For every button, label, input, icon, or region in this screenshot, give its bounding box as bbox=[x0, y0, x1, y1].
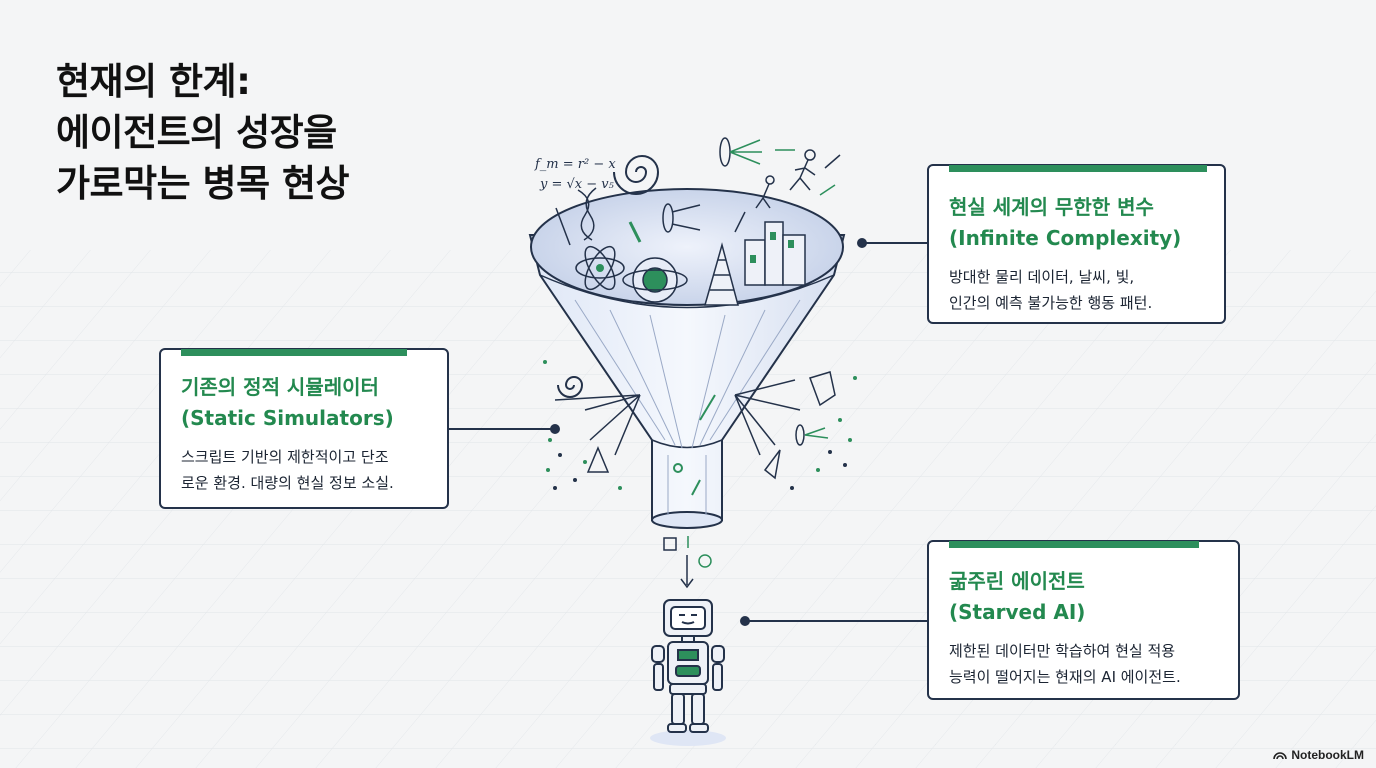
formula: f_m = r² − x y = √x − v₅ bbox=[534, 157, 616, 192]
card-accent-bar bbox=[949, 541, 1199, 548]
title-line: 에이전트의 성장을 bbox=[56, 111, 337, 154]
card-description: 스크립트 기반의 제한적이고 단조 로운 환경. 대량의 현실 정보 소실. bbox=[181, 444, 429, 496]
card-heading-ko: 기존의 정적 시뮬레이터 bbox=[181, 375, 379, 399]
card-heading-en: (Static Simulators) bbox=[181, 406, 394, 430]
card-starved-ai: 굶주린 에이전트 (Starved AI) 제한된 데이터만 학습하여 현실 적… bbox=[927, 540, 1240, 700]
card-description-line: 인간의 예측 불가능한 행동 패턴. bbox=[949, 294, 1153, 312]
card-infinite-complexity: 현실 세계의 무한한 변수 (Infinite Complexity) 방대한 … bbox=[927, 164, 1226, 324]
card-heading-en: (Starved AI) bbox=[949, 600, 1086, 624]
connector-lines bbox=[449, 238, 927, 626]
card-description: 방대한 물리 데이터, 날씨, 빛, 인간의 예측 불가능한 행동 패턴. bbox=[949, 264, 1206, 316]
card-accent-bar bbox=[949, 165, 1207, 172]
card-description-line: 스크립트 기반의 제한적이고 단조 bbox=[181, 448, 389, 466]
card-description-line: 로운 환경. 대량의 현실 정보 소실. bbox=[181, 474, 394, 492]
output-bits bbox=[663, 536, 712, 589]
card-accent-bar bbox=[181, 349, 407, 356]
card-description-line: 제한된 데이터만 학습하여 현실 적용 bbox=[949, 642, 1176, 660]
card-description-line: 방대한 물리 데이터, 날씨, 빛, bbox=[949, 268, 1135, 286]
formula-line2: y = √x − v₅ bbox=[539, 177, 615, 192]
funnel-contents bbox=[575, 203, 806, 306]
title-line: 현재의 한계: bbox=[56, 60, 251, 103]
floating-icons-top bbox=[555, 137, 841, 246]
robot bbox=[650, 599, 726, 746]
scattered-data-right bbox=[734, 371, 857, 490]
card-heading-ko: 굶주린 에이전트 bbox=[949, 569, 1085, 593]
notebooklm-logo-icon bbox=[1273, 752, 1288, 760]
card-description: 제한된 데이터만 학습하여 현실 적용 능력이 떨어지는 현재의 AI 에이전트… bbox=[949, 638, 1220, 690]
card-heading-en: (Infinite Complexity) bbox=[949, 226, 1182, 250]
scattered-data-left bbox=[543, 360, 641, 490]
brand-watermark: NotebookLM bbox=[1273, 748, 1364, 762]
formula-line1: f_m = r² − x bbox=[534, 157, 616, 172]
page-title: 현재의 한계: 에이전트의 성장을 가로막는 병목 현상 bbox=[56, 56, 476, 209]
card-description-line: 능력이 떨어지는 현재의 AI 에이전트. bbox=[949, 668, 1181, 686]
title-line: 가로막는 병목 현상 bbox=[56, 162, 350, 205]
card-heading-ko: 현실 세계의 무한한 변수 bbox=[949, 195, 1154, 219]
card-static-simulators: 기존의 정적 시뮬레이터 (Static Simulators) 스크립트 기반… bbox=[159, 348, 449, 509]
brand-name: NotebookLM bbox=[1291, 748, 1364, 762]
